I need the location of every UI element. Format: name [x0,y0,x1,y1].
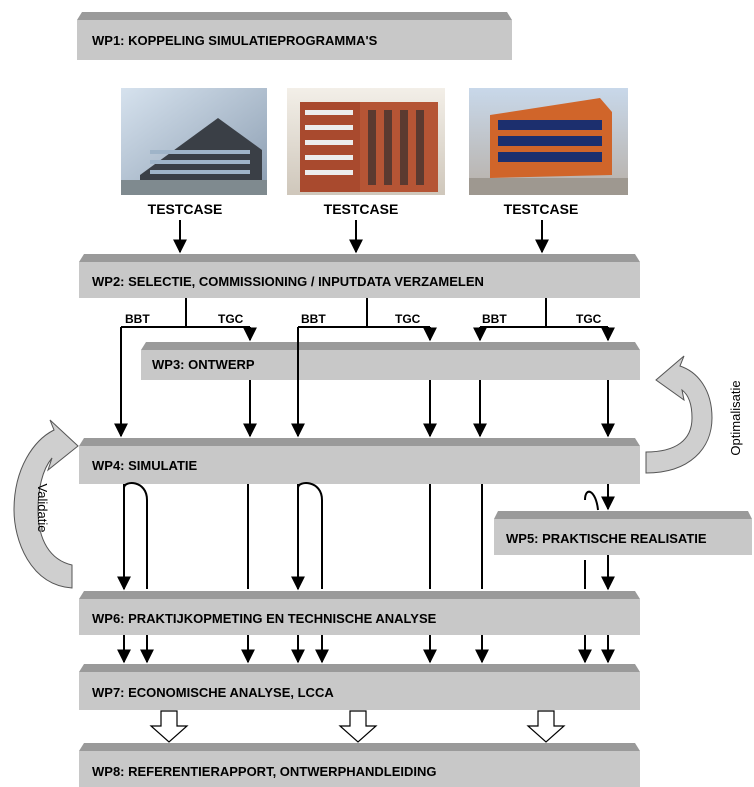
wp6-box: WP6: PRAKTIJKOPMETING EN TECHNISCHE ANAL… [79,591,640,635]
bbt-label-1: BBT [125,312,150,326]
testcase-photo-1 [121,88,267,195]
testcase-photo-2 [287,88,445,195]
validatie-loop: Validatie [13,419,79,589]
testcase-label-2: TESTCASE [324,201,399,217]
branch-labels: BBT TGC BBT TGC BBT TGC [125,312,602,326]
wp3-box: WP3: ONTWERP [141,342,640,380]
optimalisatie-loop: Optimalisatie [645,355,743,474]
branch-connectors [114,298,615,438]
tgc-label-3: TGC [576,312,602,326]
wp6-label: WP6: PRAKTIJKOPMETING EN TECHNISCHE ANAL… [92,611,437,626]
tgc-label-1: TGC [218,312,244,326]
wp7-to-wp8-arrows [149,710,566,743]
wp5-box: WP5: PRAKTISCHE REALISATIE [494,511,752,555]
testcase-arrows [173,220,549,254]
wp1-box: WP1: KOPPELING SIMULATIEPROGRAMMA'S [77,12,512,60]
validatie-label: Validatie [35,484,50,533]
wp4-outgoing-arrows [117,482,615,591]
testcase-label-1: TESTCASE [148,201,223,217]
tgc-label-2: TGC [395,312,421,326]
wp4-label: WP4: SIMULATIE [92,458,198,473]
testcase-photo-3 [469,88,628,195]
wp6-to-wp7-arrows [117,635,615,664]
wp2-label: WP2: SELECTIE, COMMISSIONING / INPUTDATA… [92,274,484,289]
wp7-label: WP7: ECONOMISCHE ANALYSE, LCCA [92,685,334,700]
wp4-box: WP4: SIMULATIE [79,438,640,484]
wp7-box: WP7: ECONOMISCHE ANALYSE, LCCA [79,664,640,710]
wp8-label: WP8: REFERENTIERAPPORT, ONTWERPHANDLEIDI… [92,764,437,779]
wp5-label: WP5: PRAKTISCHE REALISATIE [506,531,707,546]
optimalisatie-label: Optimalisatie [728,380,743,455]
testcase-label-3: TESTCASE [504,201,579,217]
wp8-box: WP8: REFERENTIERAPPORT, ONTWERPHANDLEIDI… [79,743,640,787]
wp3-label: WP3: ONTWERP [152,357,255,372]
bbt-label-2: BBT [301,312,326,326]
wp1-label: WP1: KOPPELING SIMULATIEPROGRAMMA'S [92,33,378,48]
bbt-label-3: BBT [482,312,507,326]
wp2-box: WP2: SELECTIE, COMMISSIONING / INPUTDATA… [79,254,640,298]
